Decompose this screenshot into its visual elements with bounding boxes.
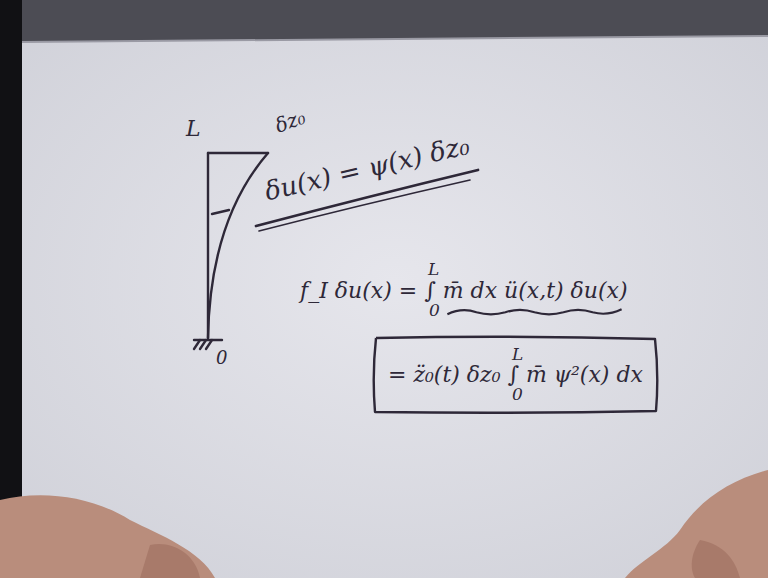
hand [692,540,740,578]
support-hatch [206,340,212,349]
hand [0,495,215,578]
support-hatch [194,340,200,349]
base-label: 0 [216,348,227,369]
integral-limit: 0 [429,301,440,321]
integral-limit: L [428,260,439,280]
shape-function-equation: δu(x) = ψ(x) δz₀ [262,131,472,207]
box-outline-path [374,337,658,413]
tip-displacement-label: δz₀ [272,106,309,138]
tip-displacement-line [208,152,268,154]
result-equation: = z̈₀(t) δz₀ ∫ m̄ ψ²(x) dx [388,362,643,387]
integral-limit: L [512,345,523,364]
left-edge [0,0,22,578]
wavy-underline [447,309,621,314]
virtual-work-equation: f_I δu(x) = ∫ m̄ dx ü(x,t) δu(x) [300,278,628,303]
hand [625,470,768,578]
paper-edge [22,36,768,42]
displacement-tick [212,210,229,214]
length-label: L [186,116,201,141]
paper-sheet [22,36,768,578]
deflected-shape [208,153,268,338]
hand [140,544,200,578]
integral-limit: 0 [512,385,523,404]
support-hatch [200,340,206,349]
boxed-equation: = z̈₀(t) δz₀ ∫ m̄ ψ²(x) dxL 0 [370,334,661,415]
